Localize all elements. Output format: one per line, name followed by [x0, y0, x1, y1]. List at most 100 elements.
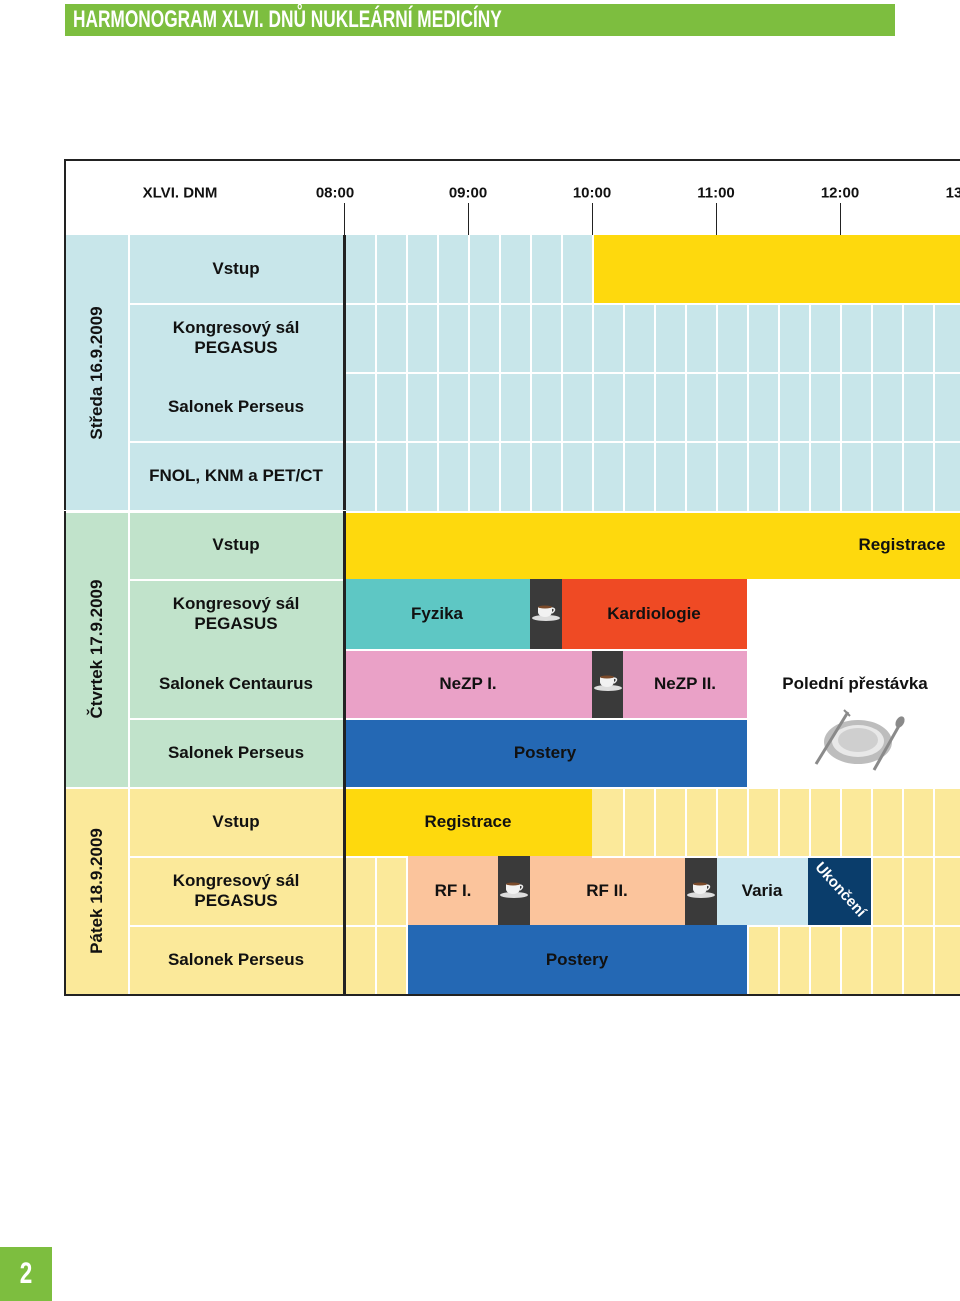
grid-hline — [346, 372, 960, 374]
day2-lunch-label: Polední přestávka — [782, 674, 928, 693]
grid-hline — [64, 787, 960, 789]
day2-room-centaurus: Salonek Centaurus — [159, 674, 313, 693]
page-number-box: 2 — [0, 1247, 52, 1301]
grid-hline — [64, 511, 960, 513]
day3-registrace-block — [346, 787, 592, 856]
grid-hline — [128, 303, 344, 305]
timeline-header — [64, 159, 960, 235]
grid-vline — [747, 787, 749, 856]
grid-vline — [128, 235, 130, 995]
time-1300: 13 — [945, 184, 960, 202]
grid-vline — [840, 303, 842, 511]
grid-vline — [685, 787, 687, 856]
day1-yellow-block — [593, 235, 960, 303]
grid-vline — [778, 303, 780, 511]
grid-hline — [128, 925, 344, 927]
grid-hline — [592, 856, 960, 858]
grid-hline — [346, 441, 960, 443]
day2-room-pegasus: Kongresový sál PEGASUS — [172, 594, 300, 633]
grid-vline — [654, 787, 656, 856]
grid-vline — [809, 303, 811, 511]
day-divider-1 — [64, 510, 346, 511]
day3-rf1-block — [407, 856, 498, 925]
grid-vline — [561, 303, 563, 511]
grid-vline — [499, 235, 501, 303]
grid-vline — [778, 925, 780, 995]
tick-1100 — [716, 203, 717, 235]
grid-hline — [346, 303, 960, 305]
grid-hline — [128, 856, 344, 858]
day2-postery-block — [346, 718, 747, 787]
grid-vline — [375, 235, 377, 303]
day2-kardiologie-label: Kardiologie — [607, 604, 701, 623]
day3-varia-label: Varia — [741, 881, 783, 900]
grid-hline — [346, 856, 407, 858]
grid-vline — [530, 235, 532, 303]
tick-1200 — [840, 203, 841, 235]
time-1000: 10:00 — [572, 184, 612, 202]
day2-nezp1-block — [346, 649, 592, 718]
day2-room-vstup: Vstup — [212, 535, 260, 554]
grid-hline — [346, 925, 407, 927]
grid-hline — [128, 441, 344, 443]
grid-vline — [871, 787, 873, 856]
page-number: 2 — [19, 1257, 33, 1290]
day2-nezp2-label: NeZP II. — [653, 674, 717, 693]
coffee-cup-icon — [500, 882, 528, 898]
grid-vline — [406, 856, 408, 995]
tick-0900 — [468, 203, 469, 235]
day3-rf2-label: RF II. — [586, 881, 628, 900]
grid-vline — [840, 787, 842, 856]
grid-vline — [902, 787, 904, 856]
day1-label: Středa 16.9.2009 — [87, 306, 106, 440]
day2-nezp2-block — [623, 649, 747, 718]
day2-postery-label: Postery — [513, 743, 577, 762]
grid-vline — [685, 303, 687, 511]
grid-hline — [346, 718, 747, 720]
day3-postery-block — [407, 925, 747, 995]
grid-vline — [530, 303, 532, 511]
day3-room-perseus: Salonek Perseus — [167, 950, 305, 969]
grid-vline — [654, 303, 656, 511]
day1-room-fnol: FNOL, KNM a PET/CT — [149, 466, 323, 485]
grid-vline — [499, 303, 501, 511]
time-1100: 11:00 — [697, 184, 735, 202]
grid-vline — [623, 303, 625, 511]
day2-fyzika-block — [346, 579, 530, 649]
grid-vline — [747, 925, 749, 995]
header-bar: HARMONOGRAM XLVI. DNŮ NUKLEÁRNÍ MEDICÍNY — [65, 4, 895, 36]
day2-fyzika-label: Fyzika — [411, 604, 463, 623]
day3-registrace-label: Registrace — [424, 812, 512, 831]
day3-rf2-block — [530, 856, 685, 925]
time-1200: 12:00 — [820, 184, 860, 202]
grid-hline — [346, 649, 747, 651]
day3-room-vstup: Vstup — [212, 812, 260, 831]
day1-room-pegasus: Kongresový sál PEGASUS — [172, 318, 300, 357]
day1-room-vstup: Vstup — [212, 259, 260, 278]
day3-label: Pátek 18.9.2009 — [87, 828, 106, 954]
time-0900: 09:00 — [448, 184, 488, 202]
day2-registrace-label: Registrace — [858, 535, 946, 554]
grid-vline — [809, 925, 811, 995]
grid-vline — [468, 303, 470, 511]
grid-vline — [933, 303, 935, 511]
day2-kardiologie-block — [562, 579, 747, 649]
grid-vline — [871, 303, 873, 511]
grid-vline — [716, 303, 718, 511]
grid-vline — [716, 787, 718, 856]
day2-nezp1-label: NeZP I. — [439, 674, 497, 693]
tick-0800 — [344, 203, 345, 235]
grid-vline — [375, 303, 377, 511]
grid-vline — [623, 787, 625, 856]
corner-label: XLVI. DNM — [142, 184, 218, 202]
grid-vline — [406, 303, 408, 511]
coffee-cup-icon — [532, 605, 560, 621]
day2-registrace-block — [346, 511, 960, 579]
day3-room-pegasus: Kongresový sál PEGASUS — [172, 871, 300, 910]
grid-vline — [933, 787, 935, 856]
left-border — [64, 159, 66, 995]
day2-room-perseus: Salonek Perseus — [167, 743, 305, 762]
grid-vline — [902, 303, 904, 511]
grid-hline — [128, 579, 344, 581]
grid-hline — [747, 925, 960, 927]
